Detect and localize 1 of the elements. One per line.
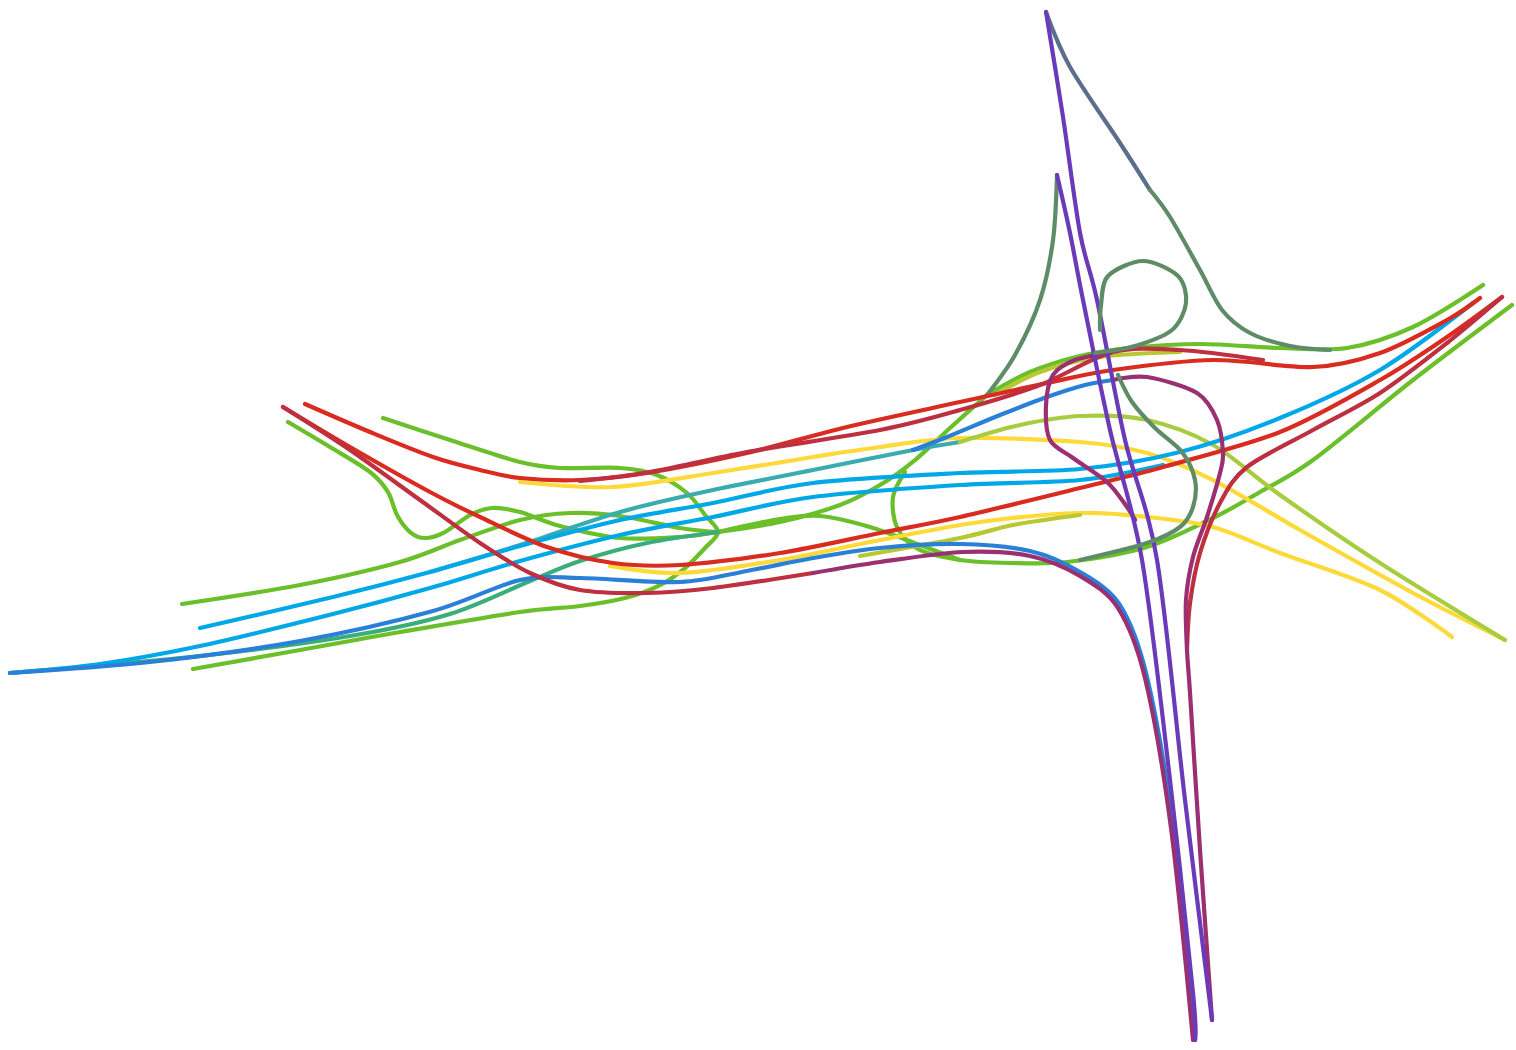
road-interchange-map — [7, 9, 1515, 1043]
